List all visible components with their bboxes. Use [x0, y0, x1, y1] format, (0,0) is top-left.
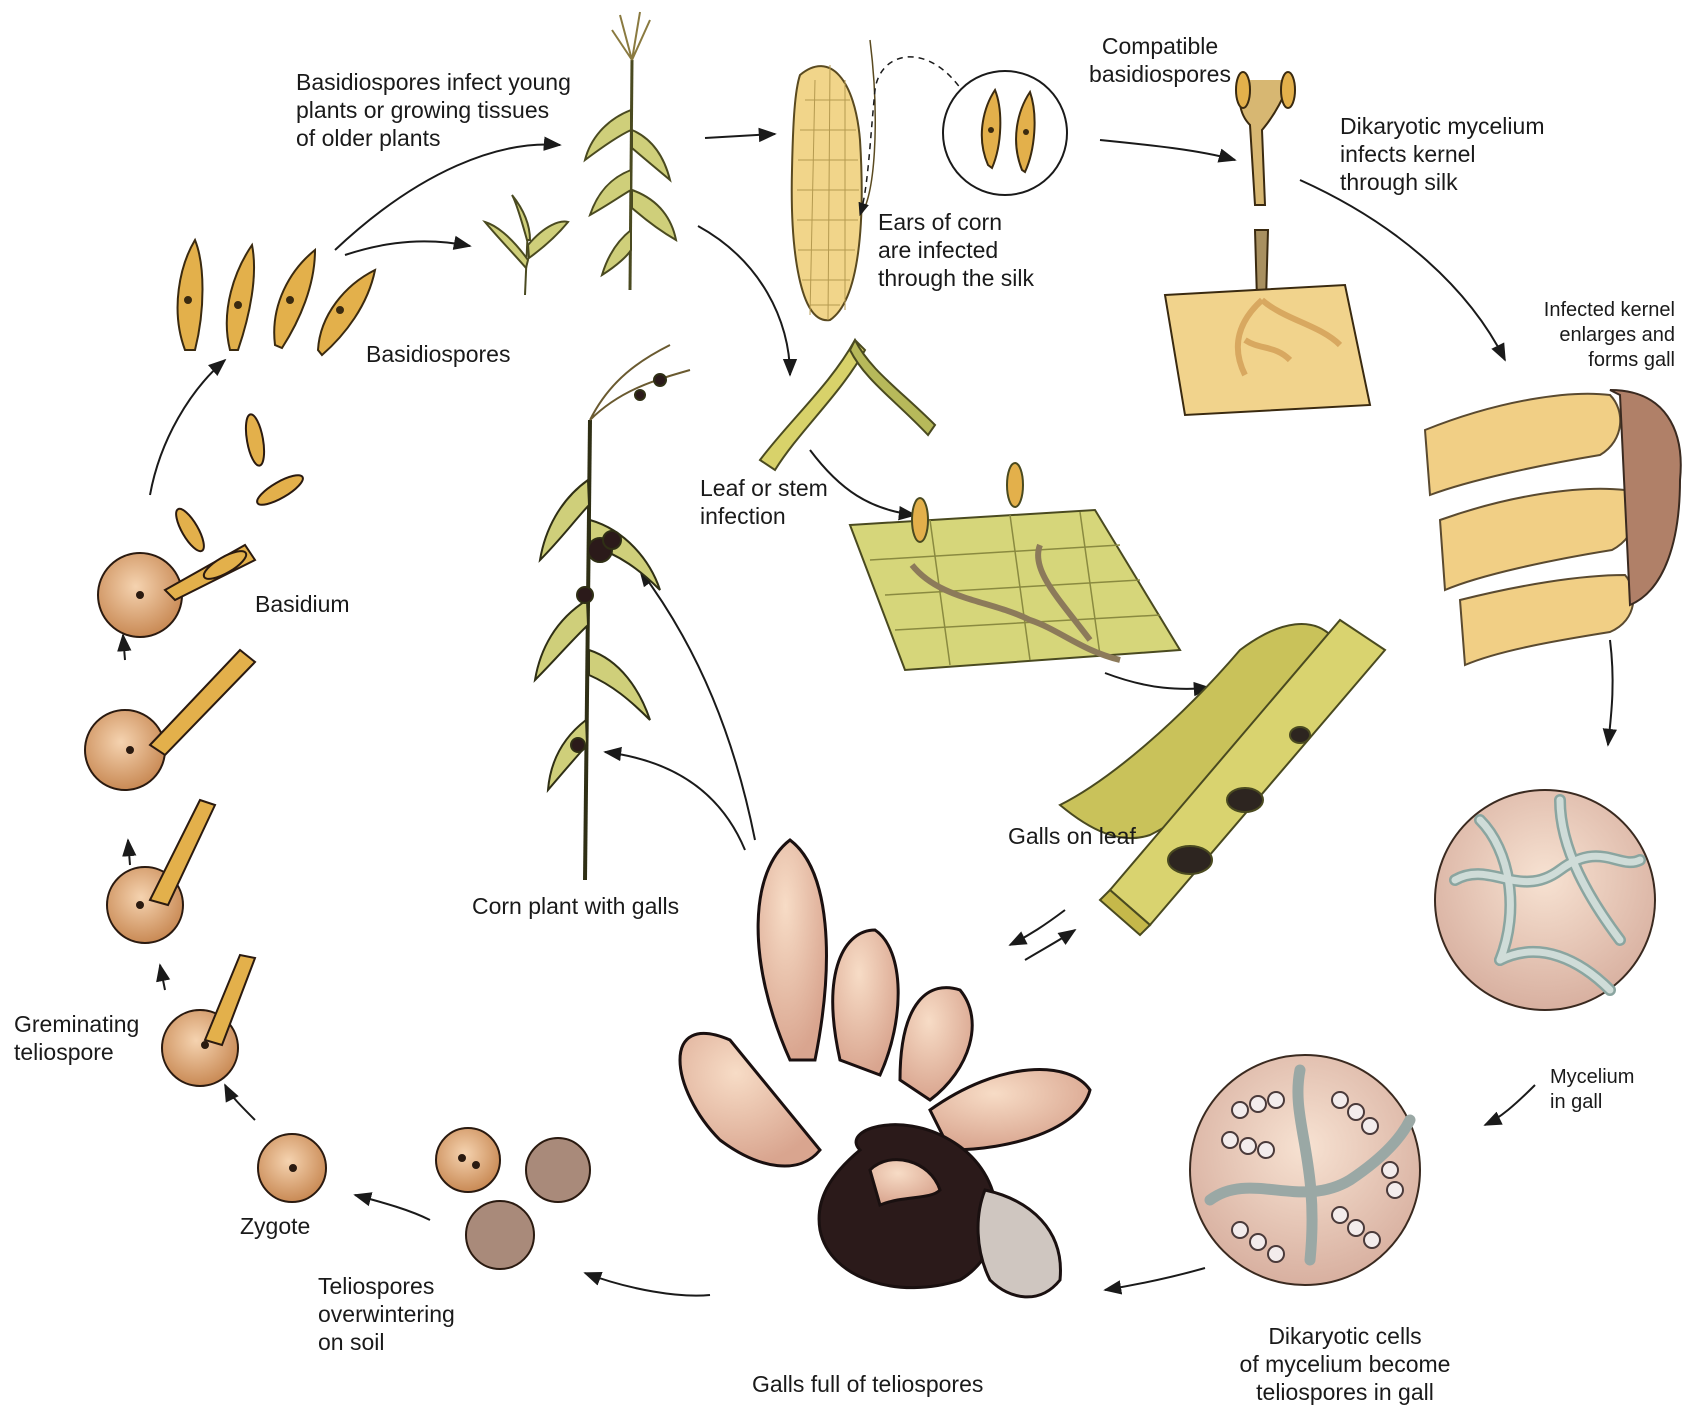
- label-basidiospores: Basidiospores: [366, 340, 510, 368]
- label-dikaryotic-cells: Dikaryotic cells of mycelium become teli…: [1200, 1322, 1490, 1406]
- corn-plant-with-galls: [535, 345, 690, 880]
- basidium-stage-2: [85, 650, 255, 790]
- label-dikaryotic-mycelium: Dikaryotic mycelium infects kernel throu…: [1340, 112, 1544, 196]
- arrow-germinating-up: [160, 965, 165, 990]
- arrow-leafgall-to-gall: [1010, 910, 1065, 945]
- arrow-gall-to-corn-plant-lower: [605, 752, 745, 850]
- mycelium-micrograph: [1435, 790, 1655, 1010]
- label-galls-on-leaf: Galls on leaf: [1008, 822, 1136, 850]
- arrow-plant-to-leaf-infection: [698, 226, 790, 375]
- arrow-basidium-to-basidiospores: [150, 360, 225, 495]
- basidiospores-cluster: [178, 240, 375, 355]
- label-leaf-or-stem-infection: Leaf or stem infection: [700, 474, 828, 530]
- arrow-basidiospores-to-seedling: [345, 241, 470, 255]
- arrow-teliospores-to-zygote: [355, 1195, 430, 1220]
- overwintering-teliospores: [436, 1128, 590, 1269]
- label-teliospores-overwintering: Teliospores overwintering on soil: [318, 1272, 455, 1356]
- arrow-micro-to-leaf-galls: [1105, 673, 1210, 689]
- label-galls-full-of-teliospores: Galls full of teliospores: [752, 1370, 983, 1398]
- arrow-zygote-to-germinating: [225, 1085, 255, 1120]
- arrow-gall-to-teliospores: [585, 1273, 710, 1296]
- arrow-gall-to-leafgall: [1025, 930, 1075, 960]
- label-compatible-basidiospores: Compatible basidiospores: [1050, 32, 1270, 88]
- infected-kernel-gall: [1425, 390, 1681, 665]
- leaf-with-galls: [1060, 620, 1385, 935]
- zygote-spore: [258, 1134, 326, 1202]
- corn-plant-young: [585, 12, 676, 290]
- arrow-kernel-to-mycelium-circle: [1608, 640, 1613, 745]
- label-germinating-teliospore: Greminating teliospore: [14, 1010, 139, 1066]
- label-basidium: Basidium: [255, 590, 350, 618]
- infected-leaf-piece: [760, 340, 935, 470]
- label-ears-of-corn: Ears of corn are infected through the si…: [878, 208, 1034, 292]
- germinating-teliospore: [162, 955, 255, 1086]
- corn-seedling: [485, 195, 568, 295]
- label-basidiospores-infect: Basidiospores infect young plants or gro…: [296, 68, 571, 152]
- arrow-gall-to-corn-plant-upper: [640, 570, 755, 840]
- basidium-stage-3: [107, 800, 215, 943]
- compatible-basidiospores-circle: [943, 71, 1067, 195]
- leaf-cell-micrograph: [850, 463, 1180, 670]
- arrow-cells-to-gall: [1105, 1268, 1205, 1290]
- gall-full-of-teliospores: [680, 840, 1090, 1297]
- arrow-up-2: [128, 840, 130, 865]
- label-corn-plant-with-galls: Corn plant with galls: [472, 892, 679, 920]
- teliospore-formation-micrograph: [1190, 1055, 1420, 1285]
- label-infected-kernel: Infected kernel enlarges and forms gall: [1490, 298, 1675, 373]
- label-mycelium-in-gall: Mycelium in gall: [1550, 1065, 1634, 1115]
- label-zygote: Zygote: [240, 1212, 310, 1240]
- arrow-spores-to-mycelium: [1100, 140, 1235, 160]
- arrow-up-4: [123, 635, 125, 660]
- arrow-plant-to-ear: [705, 134, 775, 138]
- arrow-mycelium-to-cells: [1485, 1085, 1535, 1125]
